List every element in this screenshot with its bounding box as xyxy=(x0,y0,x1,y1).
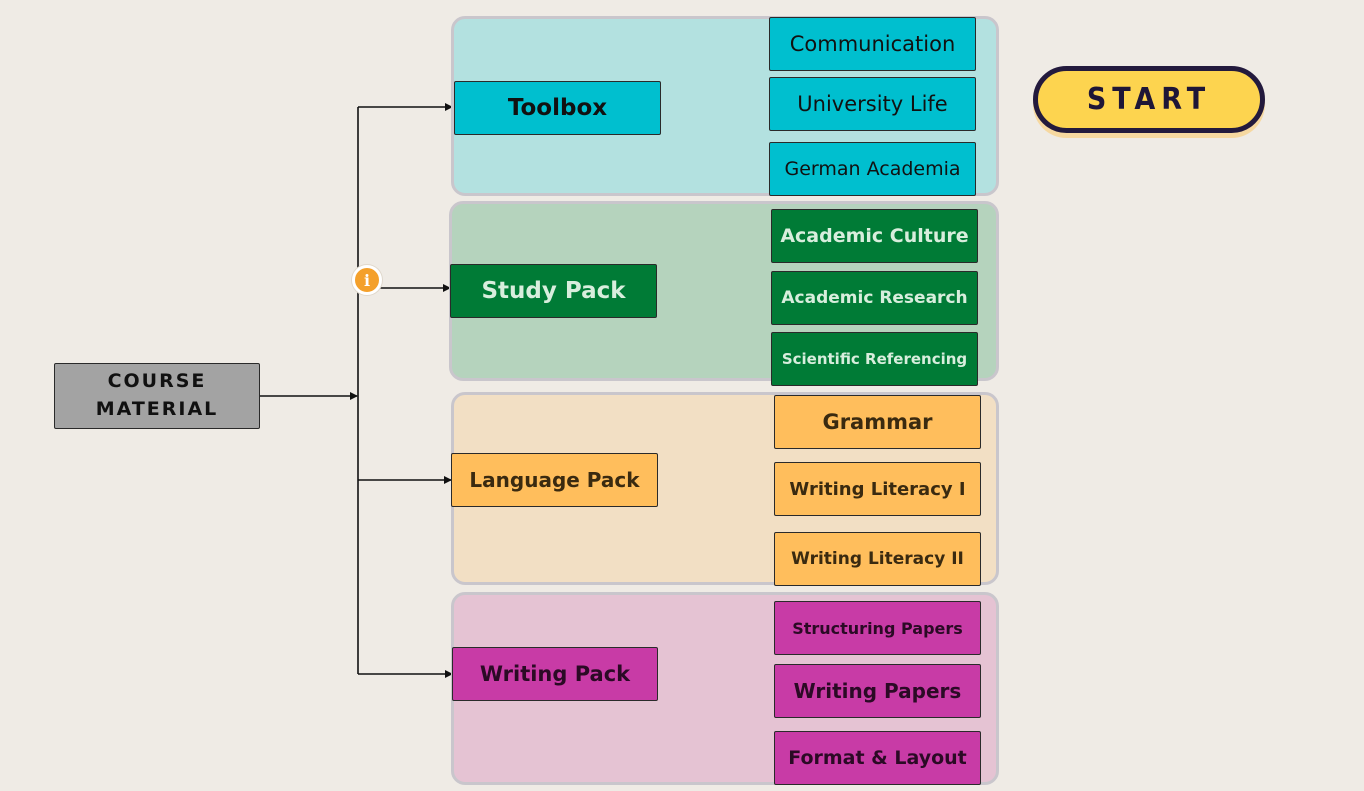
module-label: Format & Layout xyxy=(788,747,967,769)
module-label: Grammar xyxy=(822,410,933,434)
module-writing-literacy-1[interactable]: Writing Literacy I xyxy=(774,462,981,516)
module-communication[interactable]: Communication xyxy=(769,17,976,71)
language-pack-button[interactable]: Language Pack xyxy=(451,453,658,507)
course-material-line2: MATERIAL xyxy=(95,398,219,420)
module-label: Scientific Referencing xyxy=(781,350,968,368)
module-academic-research[interactable]: Academic Research xyxy=(771,271,978,325)
writing-pack-label: Writing Pack xyxy=(479,662,631,686)
module-label: University Life xyxy=(797,92,948,116)
writing-pack-button[interactable]: Writing Pack xyxy=(452,647,658,701)
module-label: Academic Culture xyxy=(780,225,969,247)
info-icon: i xyxy=(363,270,371,290)
module-writing-literacy-2[interactable]: Writing Literacy II xyxy=(774,532,981,586)
module-label: Writing Papers xyxy=(793,679,962,703)
module-format-layout[interactable]: Format & Layout xyxy=(774,731,981,785)
course-material-box[interactable]: COURSE MATERIAL xyxy=(54,363,260,429)
module-label: Writing Literacy I xyxy=(789,478,966,500)
module-label: Structuring Papers xyxy=(792,618,963,638)
module-label: Academic Research xyxy=(781,288,968,308)
start-button[interactable]: START xyxy=(1033,66,1265,133)
start-button-label: START xyxy=(1086,82,1212,117)
study-pack-button[interactable]: Study Pack xyxy=(450,264,657,318)
module-label: German Academia xyxy=(784,158,961,180)
module-structuring-papers[interactable]: Structuring Papers xyxy=(774,601,981,655)
language-pack-label: Language Pack xyxy=(469,468,640,492)
module-label: Writing Literacy II xyxy=(791,549,964,569)
module-grammar[interactable]: Grammar xyxy=(774,395,981,449)
module-german-academia[interactable]: German Academia xyxy=(769,142,976,196)
course-material-line1: COURSE xyxy=(107,370,207,393)
module-university-life[interactable]: University Life xyxy=(769,77,976,131)
toolbox-label: Toolbox xyxy=(507,95,608,121)
module-writing-papers[interactable]: Writing Papers xyxy=(774,664,981,718)
info-button[interactable]: i xyxy=(352,265,382,295)
module-label: Communication xyxy=(789,32,956,56)
toolbox-button[interactable]: Toolbox xyxy=(454,81,661,135)
module-academic-culture[interactable]: Academic Culture xyxy=(771,209,978,263)
study-pack-label: Study Pack xyxy=(481,278,626,304)
module-scientific-referencing[interactable]: Scientific Referencing xyxy=(771,332,978,386)
